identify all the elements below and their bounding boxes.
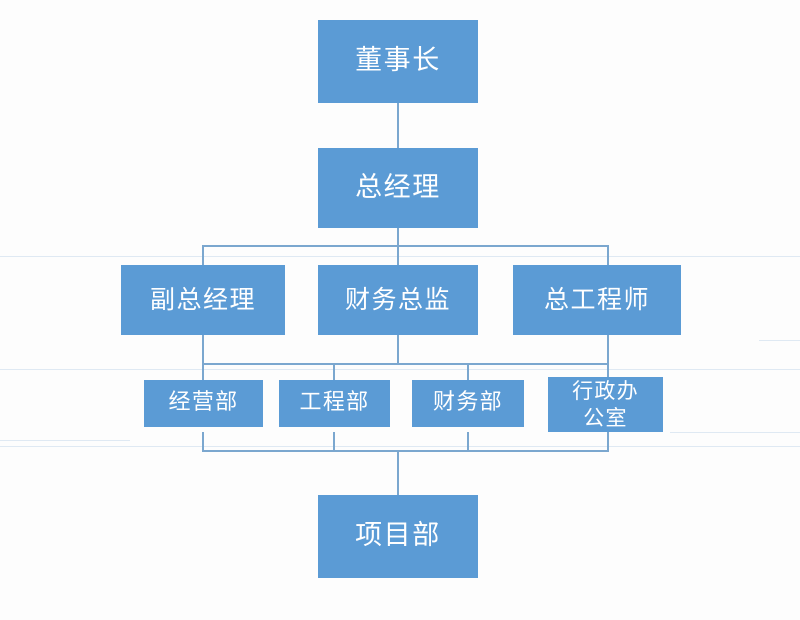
guide-line-horizontal	[759, 340, 800, 341]
connector-bus-to-deputy-gm	[202, 245, 204, 266]
guide-line-horizontal	[0, 446, 800, 447]
node-deputy-general-manager-label: 副总经理	[149, 285, 256, 314]
connector-bus-to-operations-dept	[202, 363, 204, 381]
connector-bus-to-project-dept	[397, 450, 399, 496]
connector-chairman-to-general-manager	[397, 103, 399, 149]
node-administration-office-label: 行政办 公室	[572, 378, 639, 430]
guide-line-horizontal	[0, 369, 800, 370]
connector-chief-engineer-drop	[607, 335, 609, 365]
connector-deputy-gm-drop	[202, 335, 204, 365]
connector-finance-dept-drop	[467, 432, 469, 452]
connector-bus-to-chief-engineer	[607, 245, 609, 266]
connector-bus-to-admin-office	[607, 363, 609, 381]
node-engineering-department-label: 工程部	[299, 390, 370, 416]
guide-line-horizontal	[0, 440, 130, 441]
connector-bus-level5	[202, 450, 609, 452]
node-administration-office[interactable]: 行政办 公室	[548, 377, 663, 432]
node-finance-director[interactable]: 财务总监	[318, 265, 478, 335]
node-chairman-label: 董事长	[355, 45, 441, 77]
node-finance-department[interactable]: 财务部	[412, 380, 524, 427]
node-deputy-general-manager[interactable]: 副总经理	[121, 265, 285, 335]
node-engineering-department[interactable]: 工程部	[279, 380, 390, 427]
connector-engineering-dept-drop	[333, 432, 335, 452]
node-general-manager-label: 总经理	[355, 171, 441, 203]
node-operations-department-label: 经营部	[168, 390, 239, 416]
node-project-department[interactable]: 项目部	[318, 495, 478, 578]
node-operations-department[interactable]: 经营部	[144, 380, 263, 427]
connector-finance-director-drop	[397, 335, 399, 365]
node-finance-department-label: 财务部	[433, 390, 503, 416]
connector-operations-dept-drop	[202, 432, 204, 452]
connector-bus-level3	[202, 245, 609, 247]
node-chairman[interactable]: 董事长	[318, 20, 478, 103]
guide-line-horizontal	[0, 256, 800, 257]
node-chief-engineer-label: 总工程师	[543, 285, 650, 314]
node-general-manager[interactable]: 总经理	[318, 148, 478, 228]
connector-bus-level4	[202, 363, 609, 365]
node-finance-director-label: 财务总监	[344, 285, 451, 314]
connector-bus-to-finance-dept	[467, 363, 469, 381]
connector-bus-to-finance-director	[397, 245, 399, 266]
guide-line-horizontal	[670, 432, 800, 433]
connector-general-manager-drop	[397, 228, 399, 246]
node-chief-engineer[interactable]: 总工程师	[513, 265, 681, 335]
node-project-department-label: 项目部	[355, 520, 441, 552]
connector-admin-office-drop	[607, 432, 609, 452]
connector-bus-to-engineering-dept	[333, 363, 335, 381]
